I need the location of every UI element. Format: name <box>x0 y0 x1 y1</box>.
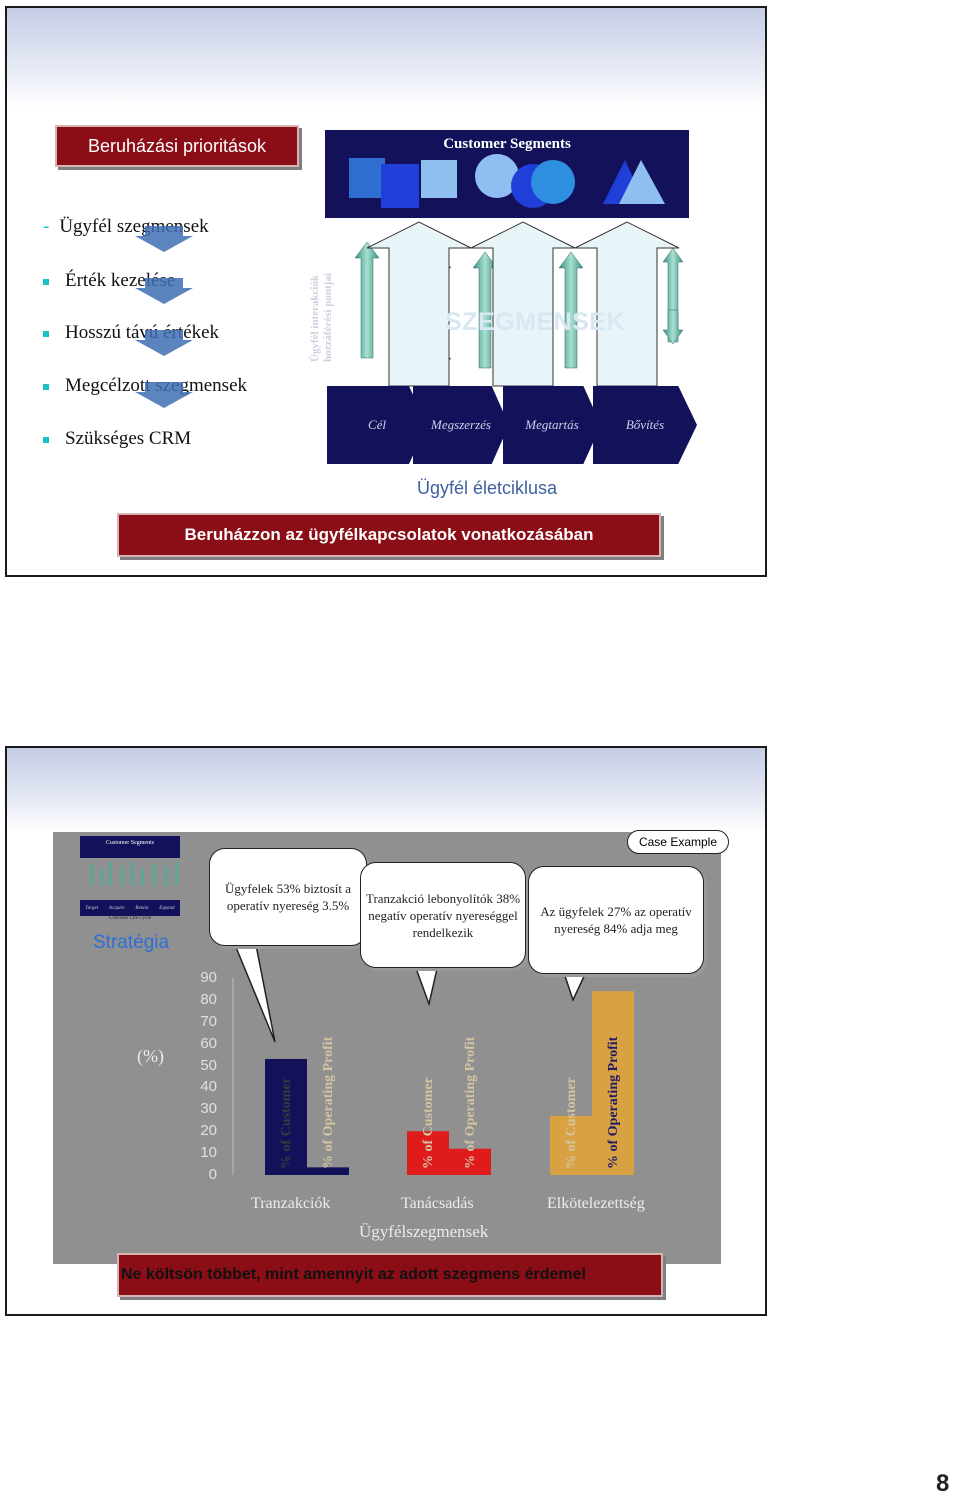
y-tick-label: 10 <box>200 1144 217 1162</box>
category-label: Elkötelezettség <box>547 1195 645 1212</box>
bar-series-label: % of Operating Profit <box>321 1036 336 1169</box>
bar-series-label: % of Customer <box>564 1077 579 1169</box>
x-axis-title: Ügyfélszegmensek <box>359 1222 489 1241</box>
bar-series-label: % of Customer <box>421 1077 436 1169</box>
y-tick-label: 30 <box>200 1100 217 1118</box>
bar-customer-2 <box>407 1131 449 1175</box>
y-tick-label: 20 <box>200 1122 217 1140</box>
slide-investment-priorities: Beruházási prioritások Customer Segments… <box>5 6 767 577</box>
priorities-button[interactable]: Beruházási prioritások <box>55 125 299 167</box>
y-tick-label: 0 <box>208 1166 217 1183</box>
down-arrow-icon <box>135 330 193 356</box>
down-arrow-icon <box>662 309 684 345</box>
mini-arrows <box>91 862 178 886</box>
segment-shapes <box>349 154 665 208</box>
segment-square-icon <box>381 164 419 208</box>
up-arrow-icon <box>472 251 498 369</box>
segments-watermark: SZEGMENSEK <box>445 308 626 336</box>
slide-header-gradient <box>7 748 765 834</box>
case-example-badge[interactable]: Case Example <box>627 830 729 854</box>
y-tick-label: 60 <box>200 1034 217 1052</box>
segment-triangle-icon <box>619 160 665 204</box>
mini-step-label: Acquire <box>108 905 125 911</box>
mini-caption: Customer Life Cycle <box>109 916 151 921</box>
callout-tails <box>231 939 589 1043</box>
bottom-advice-button[interactable]: Ne költsön többet, mint amennyit az adot… <box>117 1253 663 1297</box>
down-arrow-icon <box>135 382 193 408</box>
y-tick-label: 90 <box>200 969 217 986</box>
mini-segments-title: Customer Segments <box>105 840 155 846</box>
up-arrow-icon <box>354 241 380 359</box>
mini-lifecycle: Target Acquire Retain Expand <box>80 900 180 916</box>
vertical-label: Ügyfél interakciók hozzáférési pontjai <box>309 273 334 362</box>
bar-series-label: % of Customer <box>279 1077 294 1169</box>
down-arrow-icon <box>135 226 193 252</box>
bullet-arrows <box>135 226 193 408</box>
callout-advisory: Tranzakció lebonyolítók 38% negatív oper… <box>360 862 526 968</box>
strategy-label: Stratégia <box>93 932 170 953</box>
y-tick-label: 50 <box>200 1056 217 1074</box>
bar-chart <box>232 978 634 1175</box>
segment-square-icon <box>349 158 385 198</box>
bar-profit-3 <box>592 991 634 1175</box>
big-up-arrow-icon <box>470 221 576 387</box>
slide-case-example: Case Example Customer Segments Target Ac… <box>5 746 767 1316</box>
bar-customer-3 <box>550 1115 592 1175</box>
mini-step-label: Target <box>85 905 99 911</box>
segment-square-icon <box>421 160 457 198</box>
y-tick-label: 70 <box>200 1012 217 1030</box>
segment-circle-icon <box>531 160 575 204</box>
callout-transactions: Ügyfelek 53% biztosít a operatív nyeresé… <box>209 848 367 946</box>
mini-step-label: Expand <box>159 905 175 911</box>
lifecycle-step-retain[interactable]: Megtartás <box>503 386 601 464</box>
callout-loyalty: Az ügyfelek 27% az operatív nyereség 84%… <box>528 866 704 974</box>
bar-customer-1 <box>265 1058 307 1175</box>
category-label: Tanácsadás <box>401 1195 474 1212</box>
bar-profit-1 <box>307 1167 349 1175</box>
up-arrow-icon <box>558 251 584 369</box>
bar-series-label: % of Operating Profit <box>463 1036 478 1169</box>
bullet-item: Szükséges CRM <box>43 428 191 450</box>
segment-circle-icon <box>475 154 519 198</box>
bar-series-label: % of Operating Profit <box>606 1036 621 1169</box>
bar-profit-2 <box>449 1148 491 1175</box>
big-up-arrow-icon <box>366 221 472 387</box>
interaction-arrows <box>354 221 684 387</box>
slide-header-gradient <box>7 8 765 108</box>
down-arrow-icon <box>135 278 193 304</box>
y-tick-label: 80 <box>200 990 217 1008</box>
mini-step-label: Retain <box>135 905 149 911</box>
customer-segments-title: Customer Segments <box>443 136 571 152</box>
page-number: 8 <box>936 1470 950 1497</box>
percent-axis-label: (%) <box>137 1046 164 1066</box>
lifecycle-caption: Ügyfél életciklusa <box>417 478 558 498</box>
customer-segments-box: Customer Segments <box>325 130 689 218</box>
lifecycle-step-target[interactable]: Cél <box>327 386 427 464</box>
category-label: Tranzakciók <box>251 1195 331 1212</box>
mini-segments-box: Customer Segments <box>80 836 180 858</box>
big-up-arrow-icon <box>574 221 680 387</box>
y-tick-label: 40 <box>200 1078 217 1096</box>
lifecycle-step-expand[interactable]: Bővítés <box>593 386 697 464</box>
lifecycle-step-acquire[interactable]: Megszerzés <box>413 386 509 464</box>
invest-button[interactable]: Beruházzon az ügyfélkapcsolatok vonatkoz… <box>117 513 661 557</box>
